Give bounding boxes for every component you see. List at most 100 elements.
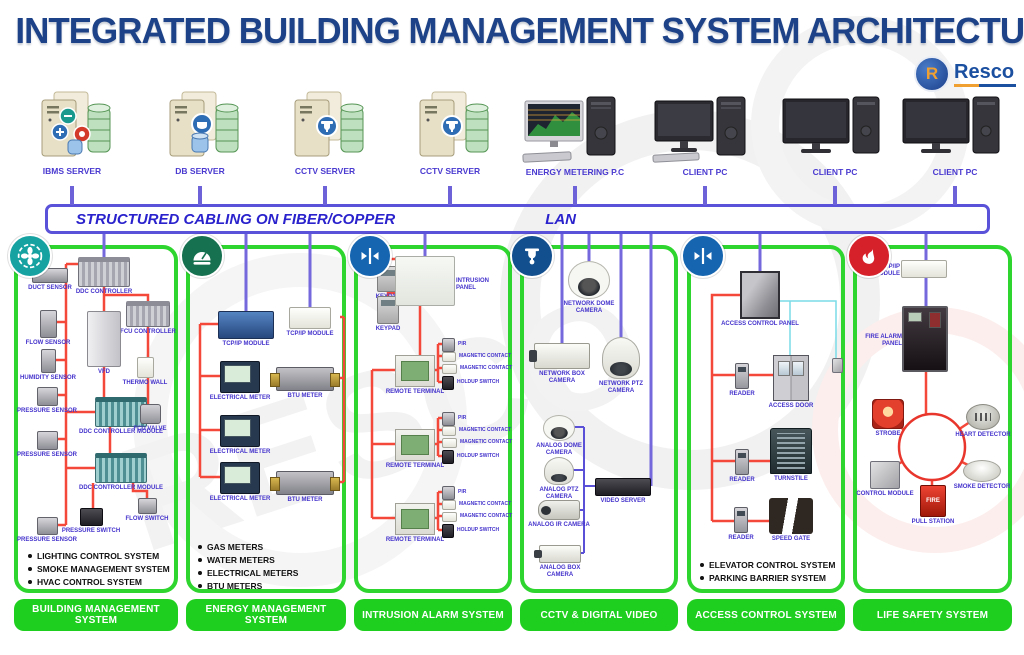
device-flow-sensor: FLOW SENSOR xyxy=(16,310,80,347)
list-item: BTU METERS xyxy=(198,581,298,591)
list-item: GAS METERS xyxy=(198,542,298,552)
device-pir-2: PIR xyxy=(442,412,466,426)
device-holdup-switch-1: HOLDUP SWITCH xyxy=(442,376,499,390)
device-tcpip-module-1: TCP/IP MODULE xyxy=(208,311,284,348)
device-analog-dome-camera: ANALOG DOME CAMERA xyxy=(528,415,590,457)
fire-icon xyxy=(847,234,891,278)
device-label: DB SERVER xyxy=(175,166,225,176)
footer-energy-management: ENERGY MANAGEMENT SYSTEM xyxy=(186,599,346,631)
device-remote-terminal-1: REMOTE TERMINAL xyxy=(380,355,450,396)
cctv-server-1: CCTV SERVER xyxy=(277,90,373,176)
device-ddc-controller-module-2: DDC CONTROLLER MODULE xyxy=(72,453,170,492)
device-network-box-camera: NETWORK BOX CAMERA xyxy=(528,343,596,385)
device-video-server: VIDEO SERVER xyxy=(592,478,654,505)
device-fcu-controller: FCU CONTROLLER xyxy=(120,301,176,336)
device-remote-terminal-2: REMOTE TERMINAL xyxy=(380,429,450,470)
access-icon xyxy=(681,234,725,278)
server-icon xyxy=(41,91,111,157)
device-network-dome-camera: NETWORK DOME CAMERA xyxy=(554,261,624,315)
cctv-server-2: CCTV SERVER xyxy=(402,90,498,176)
device-analog-ptz-camera: ANALOG PTZ CAMERA xyxy=(528,457,590,501)
server-icon xyxy=(419,91,489,157)
device-turnstile: TURNSTILE xyxy=(758,428,824,483)
cctv-icon xyxy=(510,234,554,278)
device-intrusion-panel xyxy=(395,256,455,306)
device-analog-box-camera: ANALOG BOX CAMERA xyxy=(526,545,594,579)
fire-alarm-panel-label: FIRE ALARM PANEL xyxy=(865,334,902,347)
device-fcu-valve: FCU VALVE xyxy=(124,404,176,433)
client-pc-2: CLIENT PC xyxy=(780,95,890,177)
device-pressure-sensor-3: PRESSURE SENSOR xyxy=(14,517,80,544)
page-title: INTEGRATED BUILDING MANAGEMENT SYSTEM AR… xyxy=(15,10,1024,51)
device-access-control-panel: ACCESS CONTROL PANEL xyxy=(716,271,804,328)
device-network-ptz-camera: NETWORK PTZ CAMERA xyxy=(588,337,654,395)
workstation-icon xyxy=(652,96,746,163)
list-item: WATER METERS xyxy=(198,555,298,565)
resco-tagline-strip xyxy=(954,83,1016,87)
footer-life-safety: LIFE SAFETY SYSTEM xyxy=(853,599,1012,631)
bms-subsystems-list: LIGHTING CONTROL SYSTEM SMOKE MANAGEMENT… xyxy=(28,551,170,587)
ibms-server: IBMS SERVER xyxy=(24,90,120,176)
footer-building-management: BUILDING MANAGEMENT SYSTEM xyxy=(14,599,178,631)
footer-intrusion-alarm: INTRUSION ALARM SYSTEM xyxy=(354,599,512,631)
device-magnetic-contact-4: MAGNETIC CONTACT xyxy=(442,438,512,448)
workstation-icon xyxy=(522,96,616,163)
device-magnetic-contact-2: MAGNETIC CONTACT xyxy=(442,364,512,374)
device-magnetic-contact-6: MAGNETIC CONTACT xyxy=(442,512,512,522)
device-magnetic-contact-1: MAGNETIC CONTACT xyxy=(442,352,511,362)
device-smoke-detector: SMOKE DETECTOR xyxy=(950,460,1014,491)
device-heart-detector: HEART DETECTOR xyxy=(952,404,1014,439)
list-item: LIGHTING CONTROL SYSTEM xyxy=(28,551,170,561)
device-speed-gate: SPEED GATE xyxy=(758,498,824,543)
lan-label: LAN xyxy=(545,210,577,228)
list-item: ELECTRICAL METERS xyxy=(198,568,298,578)
server-icon xyxy=(294,91,364,157)
device-electrical-meter-1: ELECTRICAL METER xyxy=(206,361,274,402)
device-flow-switch: FLOW SWITCH xyxy=(118,498,176,523)
list-item: HVAC CONTROL SYSTEM xyxy=(28,577,170,587)
list-item: ELEVATOR CONTROL SYSTEM xyxy=(700,560,835,570)
server-icon xyxy=(169,91,239,157)
access-subsystems-list: ELEVATOR CONTROL SYSTEM PARKING BARRIER … xyxy=(700,560,835,583)
footer-access-control: ACCESS CONTROL SYSTEM xyxy=(687,599,845,631)
device-magnetic-contact-5: MAGNETIC CONTACT xyxy=(442,500,511,510)
door-contact-glyph xyxy=(832,358,843,373)
list-item: PARKING BARRIER SYSTEM xyxy=(700,573,835,583)
client-pc-3: CLIENT PC xyxy=(900,95,1010,177)
ems-subsystems-list: GAS METERS WATER METERS ELECTRICAL METER… xyxy=(198,542,298,591)
device-control-module: CONTROL MODULE xyxy=(856,461,914,498)
intrusion-panel-label: INTRUSION PANEL xyxy=(456,278,489,291)
device-label: CCTV SERVER xyxy=(294,166,356,176)
resco-logo-icon: R xyxy=(914,56,950,92)
device-remote-terminal-3: REMOTE TERMINAL xyxy=(380,503,450,544)
device-reader-3: READER xyxy=(721,507,761,542)
resco-logo: R Resco xyxy=(914,56,1016,92)
device-electrical-meter-3: ELECTRICAL METER xyxy=(206,462,274,503)
device-analog-ir-camera: ANALOG IR CAMERA xyxy=(524,500,594,529)
device-electrical-meter-2: ELECTRICAL METER xyxy=(206,415,274,456)
tcpip-module-label: TCP/IP MODULE xyxy=(874,264,900,277)
device-humidity-sensor: HUMIDITY SENSOR xyxy=(16,349,80,382)
cabling-label: STRUCTURED CABLING ON FIBER/COPPER xyxy=(76,210,396,228)
device-label: IBMS SERVER xyxy=(42,166,102,176)
device-label: CCTV SERVER xyxy=(419,166,481,176)
device-label: CLIENT PC xyxy=(812,167,858,177)
device-btu-meter-1: BTU METER xyxy=(270,367,340,400)
footer-cctv: CCTV & DIGITAL VIDEO xyxy=(520,599,678,631)
device-tcpip-module-2: TCP/IP MODULE xyxy=(280,307,340,338)
device-tcpip-module-fire xyxy=(901,260,947,278)
device-strobe: STROBE xyxy=(860,399,916,438)
device-label: CLIENT PC xyxy=(682,167,728,177)
workstation-icon xyxy=(782,96,880,154)
device-thermo-wall: THERMO WALL xyxy=(116,357,174,387)
device-pir-1: PIR xyxy=(442,338,466,352)
device-reader-1: READER xyxy=(722,363,762,398)
device-pressure-sensor-1: PRESSURE SENSOR xyxy=(14,387,80,415)
device-holdup-switch-2: HOLDUP SWITCH xyxy=(442,450,499,464)
structured-cabling-bus: STRUCTURED CABLING ON FIBER/COPPER LAN xyxy=(45,204,990,234)
device-label: CLIENT PC xyxy=(932,167,978,177)
device-label: ENERGY METERING P.C xyxy=(525,167,625,177)
fan-icon xyxy=(8,234,52,278)
db-server: DB SERVER xyxy=(152,90,248,176)
device-btu-meter-2: BTU METER xyxy=(270,471,340,504)
